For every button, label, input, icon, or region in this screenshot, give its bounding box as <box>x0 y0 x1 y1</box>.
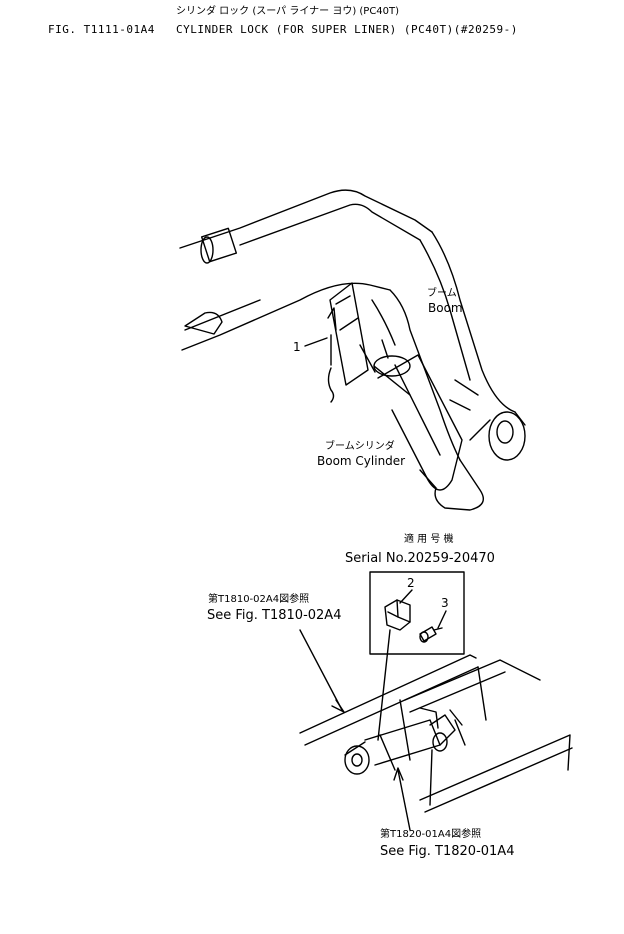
reference-2-leader <box>397 769 411 831</box>
figure-number: FIG. T1111-01A4 <box>48 23 155 36</box>
callout-2-leader <box>399 589 413 604</box>
boom-label-jp: ブーム <box>427 288 457 299</box>
boom-drawing <box>179 189 526 511</box>
callout-1: 1 <box>293 340 301 354</box>
boom-label: Boom <box>428 301 463 315</box>
reference-1-link[interactable]: See Fig. T1810-02A4 <box>207 608 342 623</box>
callout-1-leader <box>304 337 328 347</box>
detail-inset <box>369 571 465 741</box>
figure-title: CYLINDER LOCK (FOR SUPER LINER) (PC40T)(… <box>176 23 518 36</box>
serial-number-range: Serial No.20259-20470 <box>345 551 495 566</box>
lock-pin <box>327 307 337 403</box>
callout-3: 3 <box>441 596 449 610</box>
reference-1-leader <box>299 629 343 711</box>
callout-3-leader <box>437 610 447 629</box>
boom-cylinder-label: Boom Cylinder <box>317 454 406 468</box>
reference-1-jp: 第T1810-02A4図参照 <box>208 594 310 605</box>
reference-2-arrowhead <box>393 767 404 781</box>
serial-label-jp: 適 用 号 機 <box>404 534 454 545</box>
header-japanese-title: シリンダ ロック (スーパ ライナー ヨウ) (PC40T) <box>176 6 400 17</box>
callout-2: 2 <box>407 576 415 590</box>
lock-plate <box>329 282 369 386</box>
reference-2-link[interactable]: See Fig. T1820-01A4 <box>380 844 515 859</box>
reference-1-arrowhead <box>331 699 345 713</box>
boom-cylinder-label-jp: ブームシリンダ <box>325 441 395 452</box>
reference-2-jp: 第T1820-01A4図参照 <box>380 829 482 840</box>
frame-drawing <box>299 654 573 813</box>
